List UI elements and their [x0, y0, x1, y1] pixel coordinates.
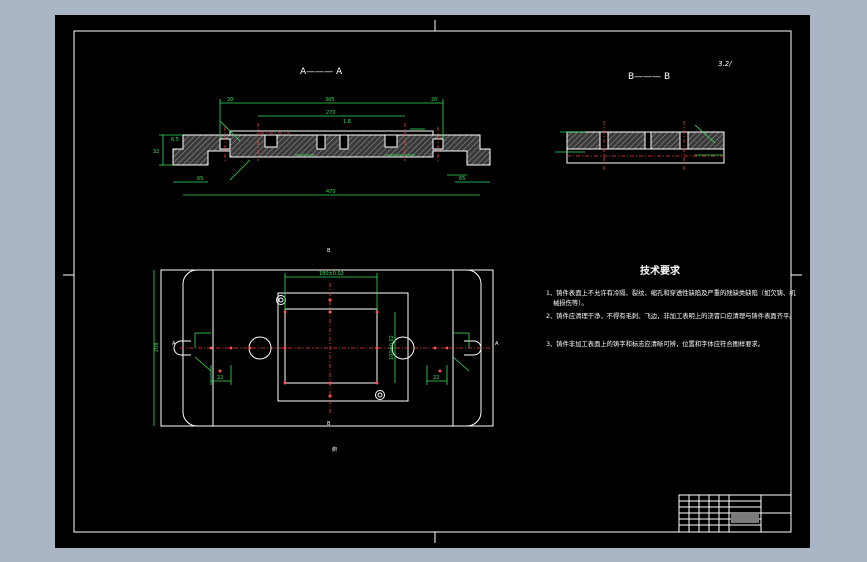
tech-requirements: 技术要求 1、铸件表面上不允许有冷隔、裂纹、缩孔和穿透性缺陷及严重的残缺类缺陷（… — [546, 264, 796, 348]
section-a-label: A——— A — [300, 67, 343, 77]
roughness-note: 3.2/ — [718, 60, 732, 68]
section-mark-b-top: B — [327, 248, 331, 254]
tech-title: 技术要求 — [640, 264, 681, 277]
dim-a-small-a: 1.6 — [343, 119, 351, 125]
dim-a-bottom-right: 65 — [459, 176, 465, 182]
dim-a-height-left: 32 — [153, 149, 159, 155]
section-b-label: B——— B — [628, 72, 670, 82]
dim-plan-right-height: 100±0.02 — [389, 335, 395, 360]
dim-plan-top-width: 180±0.02 — [319, 271, 344, 277]
dim-a-inner: 270 — [326, 110, 336, 116]
title-block — [678, 494, 792, 533]
plan-view: B B A A 俯 — [153, 248, 499, 453]
cad-drawing: A——— A 470 20 305 20 270 65 65 — [63, 20, 802, 543]
dim-plan-left-height: 208 — [154, 342, 160, 352]
section-mark-a-left: A — [172, 341, 176, 347]
dim-a-small-b: 6.5 — [171, 137, 179, 143]
dim-a-overall: 470 — [326, 189, 336, 195]
tech-item-1-line-2: 械损伤等）。 — [553, 298, 588, 307]
section-a-view: A——— A 470 20 305 20 270 65 65 — [153, 67, 491, 196]
dim-a-top-left: 20 — [227, 97, 233, 103]
drawing-frame — [73, 30, 792, 533]
tech-item-2-line-1: 2、铸件应清理干净，不得有毛刺、飞边，非加工表明上的浇冒口应清理与铸件表面齐平。 — [546, 311, 796, 320]
dim-a-top-mid: 305 — [325, 97, 335, 103]
dim-a-bottom-left: 65 — [197, 176, 203, 182]
dim-a-top-right: 20 — [431, 97, 437, 103]
drawing-canvas: A——— A 470 20 305 20 270 65 65 — [55, 15, 810, 548]
tech-item-1-line-1: 1、铸件表面上不允许有冷隔、裂纹、缩孔和穿透性缺陷及严重的残缺类缺陷（如欠铸、机 — [546, 288, 796, 297]
dim-plan-right-small: 22 — [433, 375, 439, 381]
section-mark-a-right: A — [495, 341, 499, 347]
dim-plan-left-small: 22 — [217, 375, 223, 381]
section-b-view: B——— B 3.2/ — [555, 60, 732, 170]
section-mark-b-bottom: B — [327, 421, 331, 427]
under-plan-mark: 俯 — [332, 446, 337, 453]
tech-item-3-line-1: 3、铸件非加工表面上的铸字和标志应清晰可辨，位置和字体应符合图样要求。 — [546, 339, 764, 348]
